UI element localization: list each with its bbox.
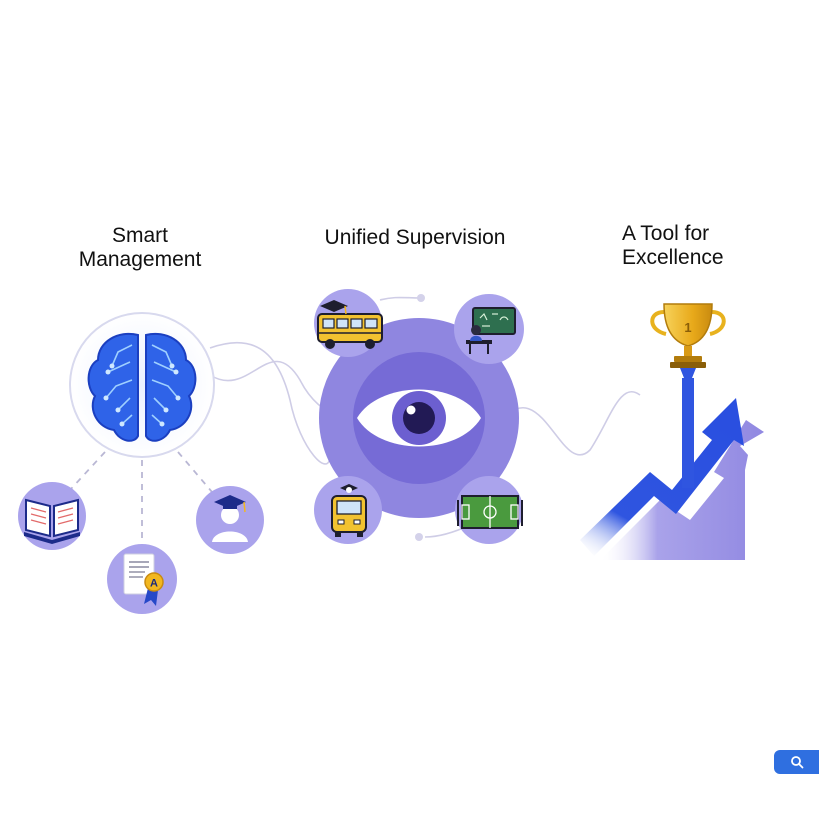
search-button[interactable] (774, 750, 819, 774)
trophy-rank: 1 (684, 320, 691, 335)
brain-circuit-icon (87, 332, 197, 442)
graduation-student-icon (212, 495, 248, 542)
heading-unified-supervision: Unified Supervision (300, 226, 530, 250)
heading-smart-line2: Management (78, 248, 202, 271)
brain-node (69, 312, 215, 458)
search-icon (790, 756, 803, 769)
eye-hub (319, 318, 519, 518)
football-field-icon (457, 495, 523, 529)
teacher-node (454, 294, 524, 364)
book-icon (24, 498, 80, 544)
branch-to-student (177, 451, 213, 493)
document-node (107, 544, 177, 614)
brain-branches (69, 451, 213, 545)
heading-tool-line2: Excellence (622, 246, 724, 269)
teacher-board-icon (466, 307, 516, 354)
connector-dot-top (417, 294, 425, 302)
school-bus-icon (331, 484, 367, 537)
heading-unified-title: Unified Supervision (324, 226, 506, 249)
bus-node-top (314, 289, 383, 357)
heading-smart-management: Smart Management (60, 224, 220, 272)
connector-eye-chart (494, 391, 641, 456)
bus-node-bottom (314, 476, 382, 544)
growth-arrow-icon (580, 398, 764, 560)
heading-smart-line1: Smart (111, 224, 168, 247)
trophy-icon (650, 303, 726, 488)
eye-icon (357, 389, 481, 447)
heading-tool-line1: A Tool for (622, 222, 710, 245)
heading-tool-for-excellence: A Tool for Excellence (622, 222, 772, 270)
grade-letter: A (150, 578, 158, 590)
graded-document-icon (123, 553, 164, 606)
connector-top-dot (379, 296, 421, 301)
book-node (18, 482, 86, 550)
field-node (455, 476, 523, 544)
school-bus-icon (317, 300, 383, 349)
connector-dot-bottom (415, 533, 423, 541)
student-node (196, 486, 264, 554)
branch-to-book (69, 451, 106, 491)
connector-brain-eye (209, 342, 331, 465)
